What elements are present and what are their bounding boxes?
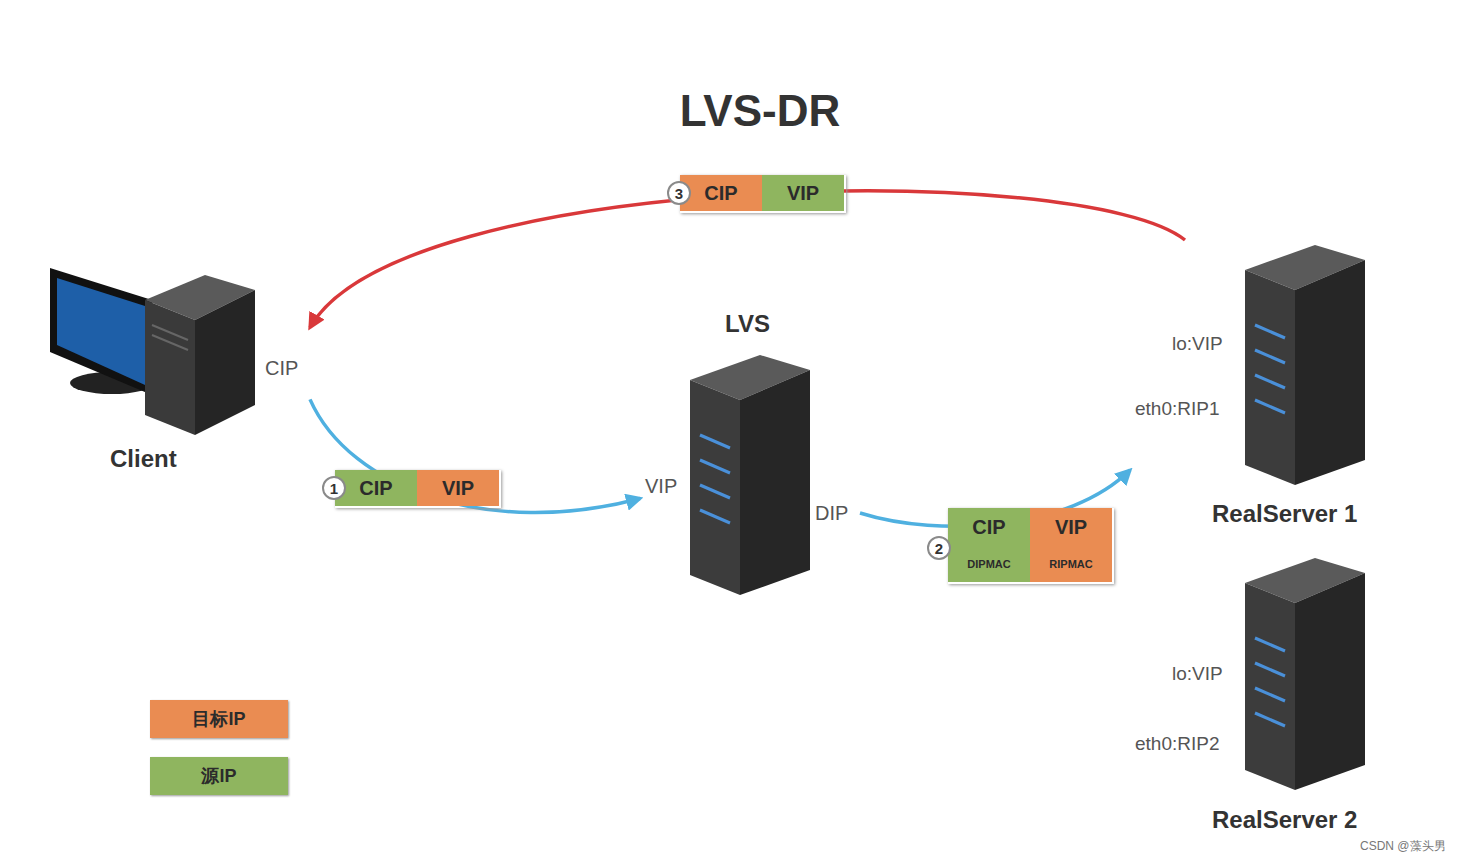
real-server: lo:VIP eth0:RIP1RealServer 1 [1130, 240, 1405, 535]
packet-header: CIPVIP [680, 175, 846, 213]
tower-side [195, 290, 255, 435]
packet-field: VIP [417, 470, 499, 506]
server-side [1295, 573, 1365, 790]
request-arrow [310, 399, 640, 512]
device-label: VIP [645, 475, 677, 498]
client-device: CIP Client [45, 262, 310, 480]
callout-number: 1 [322, 476, 346, 500]
response-arrow [310, 191, 1185, 327]
device-label: eth0:RIP1 [1135, 398, 1220, 420]
server-slot [1255, 375, 1285, 388]
server-slot [1255, 400, 1285, 413]
server-slot [700, 485, 730, 498]
monitor-frame [50, 268, 152, 395]
packet-header: CIPVIP [335, 470, 501, 508]
server-slot [1255, 638, 1285, 651]
device-label: CIP [265, 357, 298, 380]
server-slot [700, 510, 730, 523]
packet-field: VIP [1030, 508, 1112, 546]
server-front [690, 380, 740, 595]
computer-illustration [50, 268, 255, 435]
device-label: lo:VIP [1172, 333, 1223, 355]
callout-number: 2 [927, 536, 951, 560]
packet-field: DIPMAC [948, 546, 1030, 582]
packet-header: CIPVIPDIPMACRIPMAC [948, 508, 1114, 584]
server-illustration [1245, 558, 1365, 790]
device-label: lo:VIP [1172, 663, 1223, 685]
device-label: DIP [815, 502, 848, 525]
server-slot [1255, 325, 1285, 338]
server-slot [1255, 713, 1285, 726]
server-slot [700, 435, 730, 448]
legend-swatch: 源IP [150, 757, 288, 795]
packet-field: CIP [335, 470, 417, 506]
server-side [740, 370, 810, 595]
server-illustration [690, 355, 810, 595]
device-label: RealServer 1 [1212, 500, 1357, 528]
legend-swatch: 目标IP [150, 700, 288, 738]
server-slot [700, 460, 730, 473]
device-label: RealServer 2 [1212, 806, 1357, 834]
server-slot [1255, 350, 1285, 363]
server-side [1295, 260, 1365, 485]
device-label: Client [110, 445, 177, 473]
legend-text: 目标IP [192, 707, 245, 731]
packet-field: VIP [762, 175, 844, 211]
device-label: LVS [725, 310, 770, 338]
packet-field: CIP [680, 175, 762, 211]
server-front [1245, 270, 1295, 485]
server-illustration [1245, 245, 1365, 485]
tower-front [145, 300, 195, 435]
callout-number: 3 [667, 181, 691, 205]
packet-field: CIP [948, 508, 1030, 546]
tower-bay [152, 335, 188, 350]
diagram-title: LVS-DR [680, 86, 841, 136]
legend-text: 源IP [201, 764, 236, 788]
lvs-server: LVS VIP DIP [640, 310, 860, 600]
real-server: lo:VIP eth0:RIP2RealServer 2 [1130, 550, 1405, 845]
monitor-screen [57, 278, 145, 385]
device-label: eth0:RIP2 [1135, 733, 1220, 755]
server-front [1245, 583, 1295, 790]
packet-field: RIPMAC [1030, 546, 1112, 582]
watermark: CSDN @藻头男 [1360, 838, 1446, 855]
server-slot [1255, 663, 1285, 676]
server-slot [1255, 688, 1285, 701]
